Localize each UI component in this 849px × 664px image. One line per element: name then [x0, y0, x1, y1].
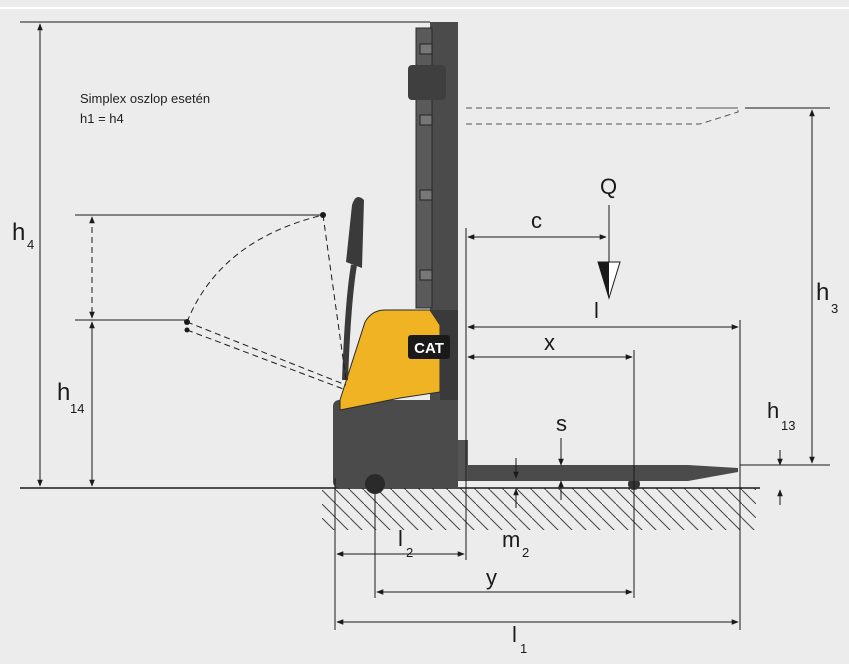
- label-h3: h: [816, 279, 829, 306]
- label-Q: Q: [600, 174, 617, 199]
- label-m2: m: [502, 527, 520, 552]
- label-l1-sub: 1: [520, 641, 527, 656]
- raised-fork-outline: [466, 107, 739, 125]
- label-h3-sub: 3: [831, 301, 838, 316]
- label-l2-sub: 2: [406, 545, 413, 560]
- label-h14-sub: 14: [70, 401, 84, 416]
- ground-hatching: [322, 488, 756, 530]
- label-c: c: [531, 208, 542, 233]
- cat-logo-text: CAT: [414, 340, 444, 357]
- tiller-swing-arc: [186, 214, 347, 391]
- label-s: s: [556, 411, 567, 436]
- label-h4-sub: 4: [27, 237, 34, 252]
- label-h4: h: [12, 219, 25, 246]
- label-y: y: [486, 565, 497, 590]
- label-l: l: [594, 298, 599, 323]
- label-l1: l: [512, 622, 517, 647]
- label-h14: h: [57, 379, 70, 406]
- cat-logo: CAT: [408, 335, 450, 359]
- label-m2-sub: 2: [522, 545, 529, 560]
- h14-dimension: [75, 214, 323, 487]
- label-h13-sub: 13: [781, 418, 795, 433]
- tiller-pivot-low2: [184, 327, 190, 333]
- label-h13: h: [767, 398, 779, 423]
- simplex-note: Simplex oszlop esetén h1 = h4: [80, 89, 210, 129]
- label-l2: l: [398, 526, 403, 551]
- label-x: x: [544, 330, 555, 355]
- h4-dimension: [20, 21, 430, 487]
- h3-dimension: [740, 107, 830, 466]
- tiller-handle: [342, 196, 364, 381]
- simplex-note-line1: Simplex oszlop esetén: [80, 91, 211, 106]
- simplex-note-line2: h1 = h4: [80, 111, 124, 126]
- forks: [458, 440, 738, 481]
- load-arrow: [597, 205, 621, 300]
